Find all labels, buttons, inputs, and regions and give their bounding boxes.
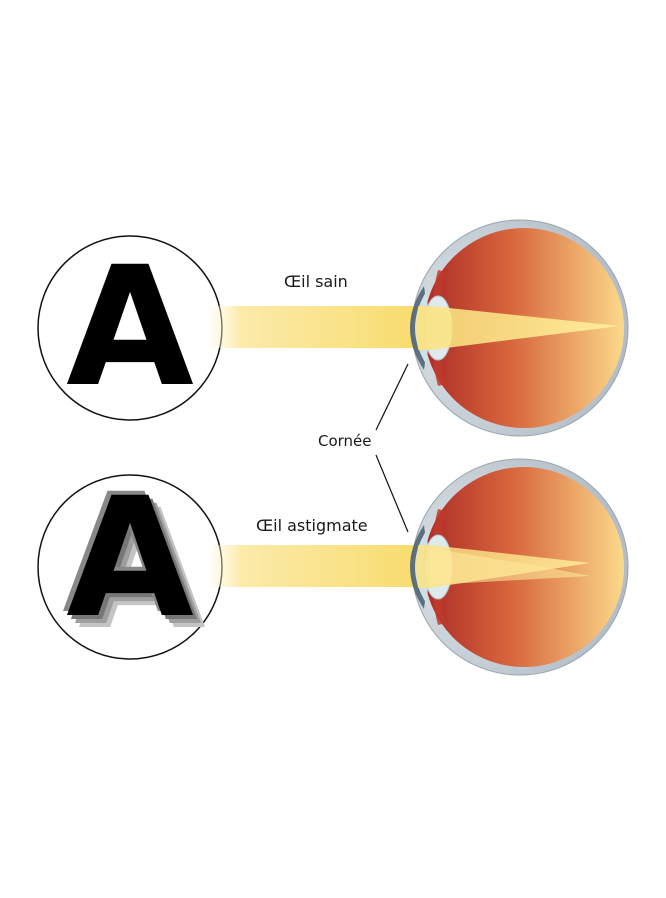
astigmatic-letter-ghost-1: A xyxy=(78,474,206,666)
astigmatic-eye-label: Œil astigmate xyxy=(256,516,368,535)
cornea-label: Cornée xyxy=(318,432,372,450)
healthy-eye-label: Œil sain xyxy=(284,272,348,291)
astigmatic-letter-group: A A A A A xyxy=(62,458,206,666)
astigmatic-letter-ghost-3: A xyxy=(70,466,198,658)
astigmatic-letter-main: A xyxy=(66,462,194,654)
astigmatic-letter-ghost-2: A xyxy=(74,470,202,662)
healthy-light-beam xyxy=(210,306,415,348)
cornea-pointer-lines xyxy=(375,363,409,533)
astigmatic-letter-ghost-4: A xyxy=(62,458,190,650)
astigmatic-eye xyxy=(410,458,629,676)
healthy-eye xyxy=(410,219,629,437)
astigmatic-light-beam xyxy=(210,545,415,587)
healthy-letter: A xyxy=(66,231,194,423)
